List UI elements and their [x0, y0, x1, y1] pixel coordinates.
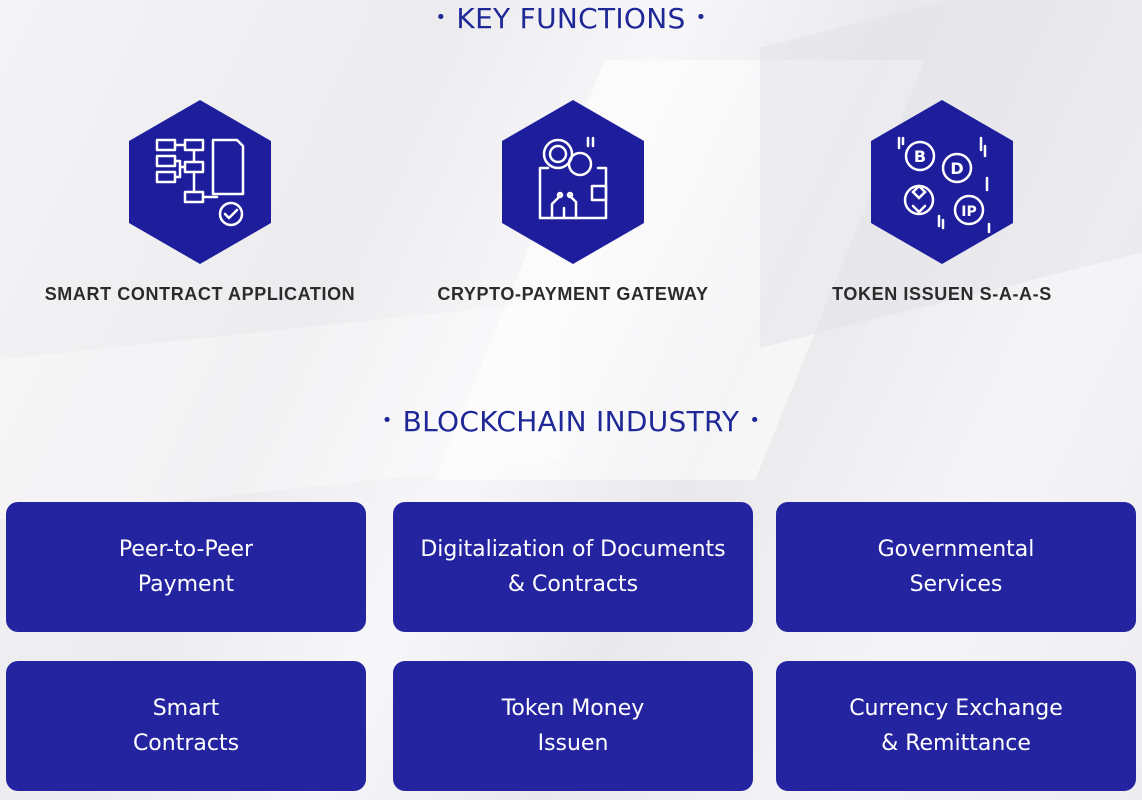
function-label: SMART CONTRACT APPLICATION: [44, 284, 356, 304]
industry-card-currency-exchange: Currency Exchange & Remittance: [776, 661, 1136, 791]
function-token-issuen: B D IP TOKEN ISSUEN S-A-A-S: [762, 98, 1122, 305]
key-functions-title: KEY FUNCTIONS: [456, 2, 686, 35]
industry-card-token-money: Token Money Issuen: [393, 661, 753, 791]
function-label: TOKEN ISSUEN S-A-A-S: [832, 284, 1052, 304]
industry-card-text: Governmental Services: [877, 537, 1035, 597]
crypto-tokens-icon: B D IP: [871, 100, 1013, 264]
heading-bullet: •: [435, 6, 447, 28]
industry-card-text: Token Money Issuen: [501, 696, 645, 756]
industry-card-text: Digitalization of Documents & Contracts: [420, 537, 726, 597]
industry-card-peer-to-peer: Peer-to-Peer Payment: [6, 502, 366, 632]
heading-bullet: •: [749, 409, 761, 431]
industry-card-text: Currency Exchange & Remittance: [849, 696, 1063, 756]
bitcoin-letter: B: [914, 147, 926, 166]
industry-card-smart-contracts: Smart Contracts: [6, 661, 366, 791]
industry-card-governmental: Governmental Services: [776, 502, 1136, 632]
function-smart-contract: SMART CONTRACT APPLICATION: [20, 98, 380, 305]
heading-bullet: •: [381, 409, 393, 431]
key-functions-heading: • KEY FUNCTIONS •: [0, 2, 1142, 35]
industry-card-text: Smart Contracts: [132, 696, 240, 756]
heading-bullet: •: [695, 6, 707, 28]
flowchart-check-icon: [129, 100, 271, 264]
blockchain-industry-heading: • BLOCKCHAIN INDUSTRY •: [0, 405, 1142, 438]
function-label: CRYPTO-PAYMENT GATEWAY: [437, 284, 709, 304]
function-crypto-payment: CRYPTO-PAYMENT GATEWAY: [393, 98, 753, 305]
dash-letter: D: [950, 159, 963, 178]
blockchain-industry-title: BLOCKCHAIN INDUSTRY: [402, 405, 740, 438]
ip-letters: IP: [961, 204, 976, 220]
industry-card-text: Peer-to-Peer Payment: [118, 537, 254, 597]
industry-card-digitalization: Digitalization of Documents & Contracts: [393, 502, 753, 632]
wallet-coins-icon: [502, 100, 644, 264]
